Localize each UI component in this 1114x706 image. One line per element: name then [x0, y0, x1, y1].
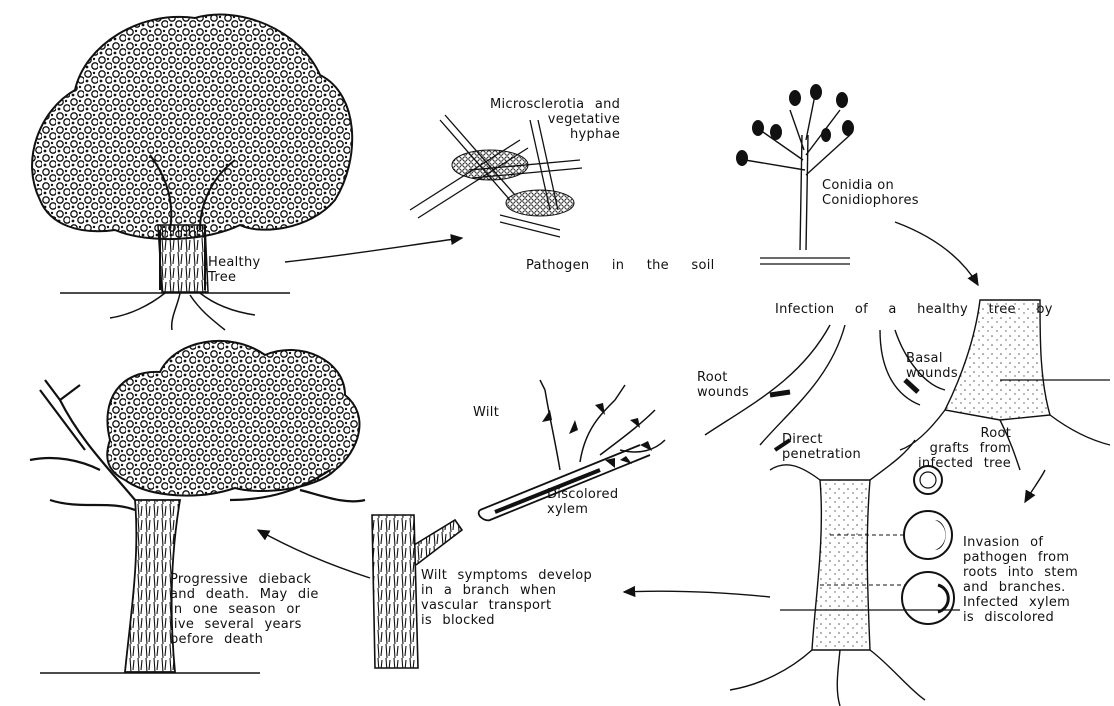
infection-roots-drawing: [705, 300, 1110, 470]
label-root-grafts: Root grafts from infected tree: [918, 426, 1011, 471]
label-pathogen-in-soil: Pathogen in the soil: [526, 258, 715, 273]
label-root-wounds: Root wounds: [697, 370, 749, 400]
infected-stem-drawing: [730, 440, 960, 706]
arrow-infection-to-invasion: [1025, 470, 1045, 502]
label-basal-wounds: Basal wounds: [906, 351, 958, 381]
conidiophores-drawing: [736, 84, 854, 264]
arrow-soil-to-infection: [895, 222, 978, 285]
label-wilt-symptoms: Wilt symptoms develop in a branch when v…: [421, 568, 592, 628]
healthy-tree-drawing: [32, 15, 352, 330]
label-progressive-dieback: Progressive dieback and death. May die i…: [170, 572, 319, 647]
label-direct-penetration: Direct penetration: [782, 432, 861, 462]
arrow-invasion-to-wilt: [624, 591, 770, 597]
label-healthy-tree: Healthy Tree: [208, 255, 260, 285]
label-infection: Infection of a healthy tree by: [775, 302, 1053, 317]
arrow-wilt-to-dieback: [258, 530, 370, 578]
label-conidia: Conidia on Conidiophores: [822, 178, 919, 208]
label-wilt: Wilt: [473, 405, 499, 420]
label-discolored-xylem: Discolored xylem: [547, 487, 618, 517]
label-microsclerotia: Microsclerotia and vegetative hyphae: [490, 97, 620, 142]
label-invasion: Invasion of pathogen from roots into ste…: [963, 535, 1078, 625]
arrow-tree-to-soil: [285, 238, 462, 262]
